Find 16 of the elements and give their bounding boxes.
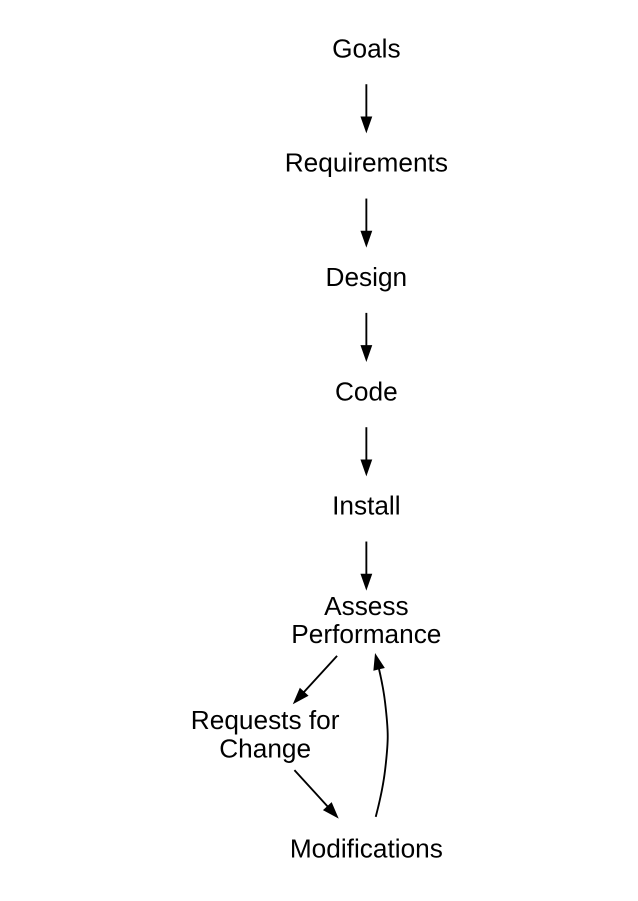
node-text: Code (334, 376, 398, 406)
arrow (360, 198, 372, 248)
node-text: Requirements (284, 148, 448, 178)
arrow (293, 770, 338, 819)
arrow (292, 655, 338, 704)
node-text: Install (332, 490, 400, 521)
arrow (360, 84, 372, 134)
node-text: Assess Performance (290, 590, 441, 649)
arrow (360, 542, 372, 591)
node-text: Requests for Change (190, 705, 339, 764)
arrow (372, 652, 388, 818)
arrow (360, 312, 372, 362)
node-text: Modifications (289, 834, 442, 864)
arrow (360, 427, 372, 476)
node-text: Goals (332, 33, 400, 64)
node-text: Design (325, 262, 407, 292)
